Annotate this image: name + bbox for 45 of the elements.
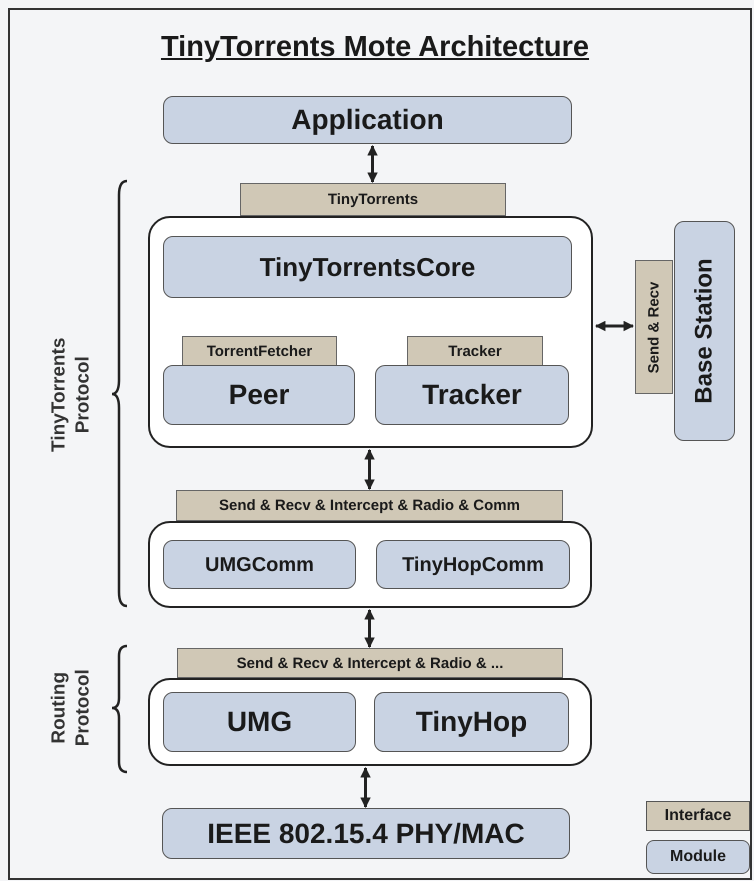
legend-label: Interface bbox=[664, 806, 732, 826]
module-box bbox=[376, 540, 570, 589]
node-label: IEEE 802.15.4 PHY/MAC bbox=[207, 820, 525, 848]
interface-tab bbox=[182, 336, 337, 366]
container-box bbox=[148, 216, 593, 448]
node-label: UMGComm bbox=[205, 554, 314, 574]
module-box bbox=[162, 808, 570, 859]
module-box bbox=[374, 692, 569, 752]
module-box bbox=[375, 365, 569, 425]
brace-label: TinyTorrents Protocol bbox=[47, 336, 94, 454]
node-label: Tracker bbox=[422, 381, 522, 409]
module-box bbox=[674, 221, 735, 441]
node-label: Send & Recv bbox=[646, 281, 662, 373]
legend-label: Module bbox=[670, 847, 726, 867]
node-label: Peer bbox=[228, 381, 290, 409]
node-label: TorrentFetcher bbox=[206, 344, 312, 358]
interface-tab bbox=[240, 183, 506, 216]
node-label: Send & Recv & Intercept & Radio & ... bbox=[236, 656, 504, 670]
interface-tab bbox=[407, 336, 543, 366]
double-arrow bbox=[364, 608, 375, 648]
interface-tab bbox=[176, 490, 563, 521]
double-arrow bbox=[360, 766, 371, 808]
node-label: TinyTorrentsCore bbox=[260, 254, 476, 280]
double-arrow bbox=[364, 448, 375, 490]
node-label: TinyTorrents bbox=[328, 192, 418, 207]
interface-tab bbox=[177, 648, 563, 678]
module-box bbox=[163, 540, 356, 589]
node-label: TinyHop bbox=[416, 708, 528, 736]
module-box bbox=[163, 96, 572, 144]
container-box bbox=[148, 521, 592, 608]
node-label: UMG bbox=[226, 708, 292, 736]
container-box bbox=[148, 678, 592, 766]
node-label: Send & Recv & Intercept & Radio & Comm bbox=[219, 498, 520, 513]
diagram-title: TinyTorrents Mote Architecture bbox=[160, 30, 590, 65]
module-box bbox=[163, 692, 356, 752]
module-box bbox=[163, 365, 355, 425]
brace-label: Routing Protocol bbox=[47, 668, 94, 748]
node-label: Application bbox=[291, 106, 444, 134]
node-label: Base Station bbox=[692, 258, 716, 404]
module-box bbox=[163, 236, 572, 298]
double-arrow bbox=[594, 320, 634, 332]
node-label: TinyHopComm bbox=[402, 554, 544, 574]
double-arrow bbox=[367, 144, 378, 184]
interface-tab bbox=[635, 260, 673, 394]
node-label: Tracker bbox=[448, 344, 502, 358]
